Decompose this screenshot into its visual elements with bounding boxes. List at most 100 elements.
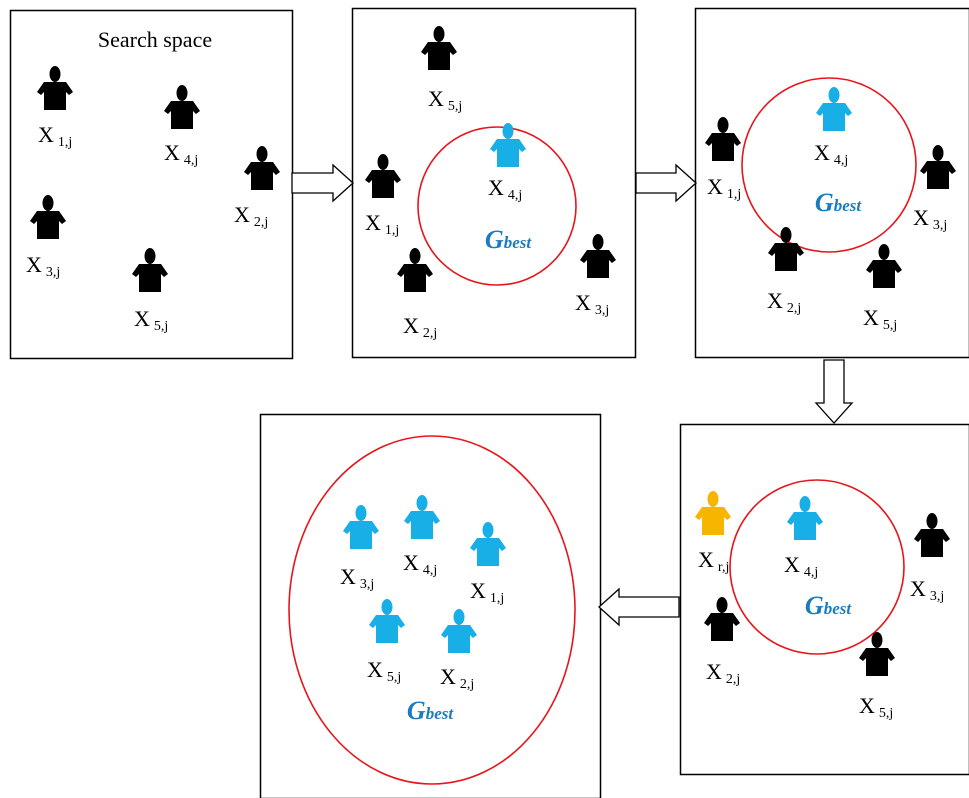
- person-icon: [704, 597, 740, 641]
- agent-label: X 2,j: [234, 202, 268, 230]
- gbest-ring: [729, 479, 905, 655]
- person-icon: [164, 85, 200, 129]
- person-icon: [365, 154, 401, 198]
- person-icon: [787, 496, 823, 540]
- flow-arrow: [814, 359, 854, 424]
- agent-index: 1,j: [727, 187, 741, 202]
- gbest-label: Gbest: [407, 696, 454, 725]
- gbest-main: G: [805, 591, 824, 620]
- person-icon: [421, 26, 457, 70]
- person-icon: [470, 522, 506, 566]
- agent-label: X 2,j: [706, 659, 740, 687]
- person-icon: [244, 146, 280, 190]
- agent-index: 2,j: [726, 672, 740, 687]
- flow-arrow: [291, 163, 354, 203]
- person-icon: [490, 123, 526, 167]
- agent-symbol: X: [428, 86, 444, 111]
- agent-index: 2,j: [423, 326, 437, 341]
- gbest-ring: [288, 435, 576, 785]
- agent-index: 4,j: [184, 153, 198, 168]
- gbest-ring: [417, 126, 577, 286]
- agent-index: 3,j: [930, 589, 944, 604]
- person-icon: [37, 66, 73, 110]
- gbest-main: G: [815, 188, 834, 217]
- person-icon: [132, 248, 168, 292]
- agent-index: 1,j: [385, 223, 399, 238]
- agent-symbol: X: [784, 552, 800, 577]
- person-icon: [768, 227, 804, 271]
- agent-index: 4,j: [423, 563, 437, 578]
- panel-frame: [679, 423, 969, 776]
- agent-index: 5,j: [154, 319, 168, 334]
- agent-index: 5,j: [879, 706, 893, 721]
- gbest-sub: best: [504, 233, 533, 252]
- person-icon: [30, 195, 66, 239]
- agent-index: 3,j: [595, 303, 609, 318]
- agent-symbol: X: [488, 175, 504, 200]
- agent-symbol: X: [575, 290, 591, 315]
- agent-symbol: X: [340, 564, 356, 589]
- person-icon: [695, 491, 731, 535]
- agent-label: X 5,j: [428, 86, 462, 114]
- agent-index: 5,j: [448, 99, 462, 114]
- agent-index: 3,j: [933, 218, 947, 233]
- agent-index: 3,j: [360, 577, 374, 592]
- agent-label: X 2,j: [440, 664, 474, 692]
- panel-frame: [351, 7, 637, 359]
- person-icon: [859, 632, 895, 676]
- agent-label: X 4,j: [488, 175, 522, 203]
- agent-label: X 3,j: [340, 564, 374, 592]
- person-icon: [397, 248, 433, 292]
- agent-symbol: X: [38, 122, 54, 147]
- agent-symbol: X: [234, 202, 250, 227]
- person-icon: [441, 609, 477, 653]
- agent-symbol: X: [367, 657, 383, 682]
- agent-symbol: X: [470, 578, 486, 603]
- agent-label: X 4,j: [814, 140, 848, 168]
- agent-label: X 3,j: [913, 205, 947, 233]
- person-icon: [580, 234, 616, 278]
- agent-symbol: X: [440, 664, 456, 689]
- person-icon: [369, 599, 405, 643]
- gbest-main: G: [485, 225, 504, 254]
- agent-label: X 4,j: [784, 552, 818, 580]
- flow-arrow: [598, 587, 680, 627]
- person-icon: [343, 505, 379, 549]
- agent-symbol: X: [767, 288, 783, 313]
- gbest-label: Gbest: [805, 591, 852, 620]
- agent-symbol: X: [814, 140, 830, 165]
- gbest-label: Gbest: [485, 225, 532, 254]
- agent-label: X 1,j: [38, 122, 72, 150]
- agent-symbol: X: [913, 205, 929, 230]
- person-icon: [914, 513, 950, 557]
- agent-index: 4,j: [834, 153, 848, 168]
- agent-index: 2,j: [254, 215, 268, 230]
- gbest-ring: [741, 77, 917, 253]
- agent-index: 5,j: [387, 670, 401, 685]
- agent-symbol: X: [707, 174, 723, 199]
- agent-index: 2,j: [460, 677, 474, 692]
- agent-index: 1,j: [58, 135, 72, 150]
- agent-label: X 3,j: [575, 290, 609, 318]
- agent-symbol: X: [403, 313, 419, 338]
- agent-symbol: X: [698, 547, 714, 572]
- agent-symbol: X: [26, 252, 42, 277]
- agent-index: 4,j: [804, 565, 818, 580]
- agent-symbol: X: [706, 659, 722, 684]
- agent-index: 4,j: [508, 188, 522, 203]
